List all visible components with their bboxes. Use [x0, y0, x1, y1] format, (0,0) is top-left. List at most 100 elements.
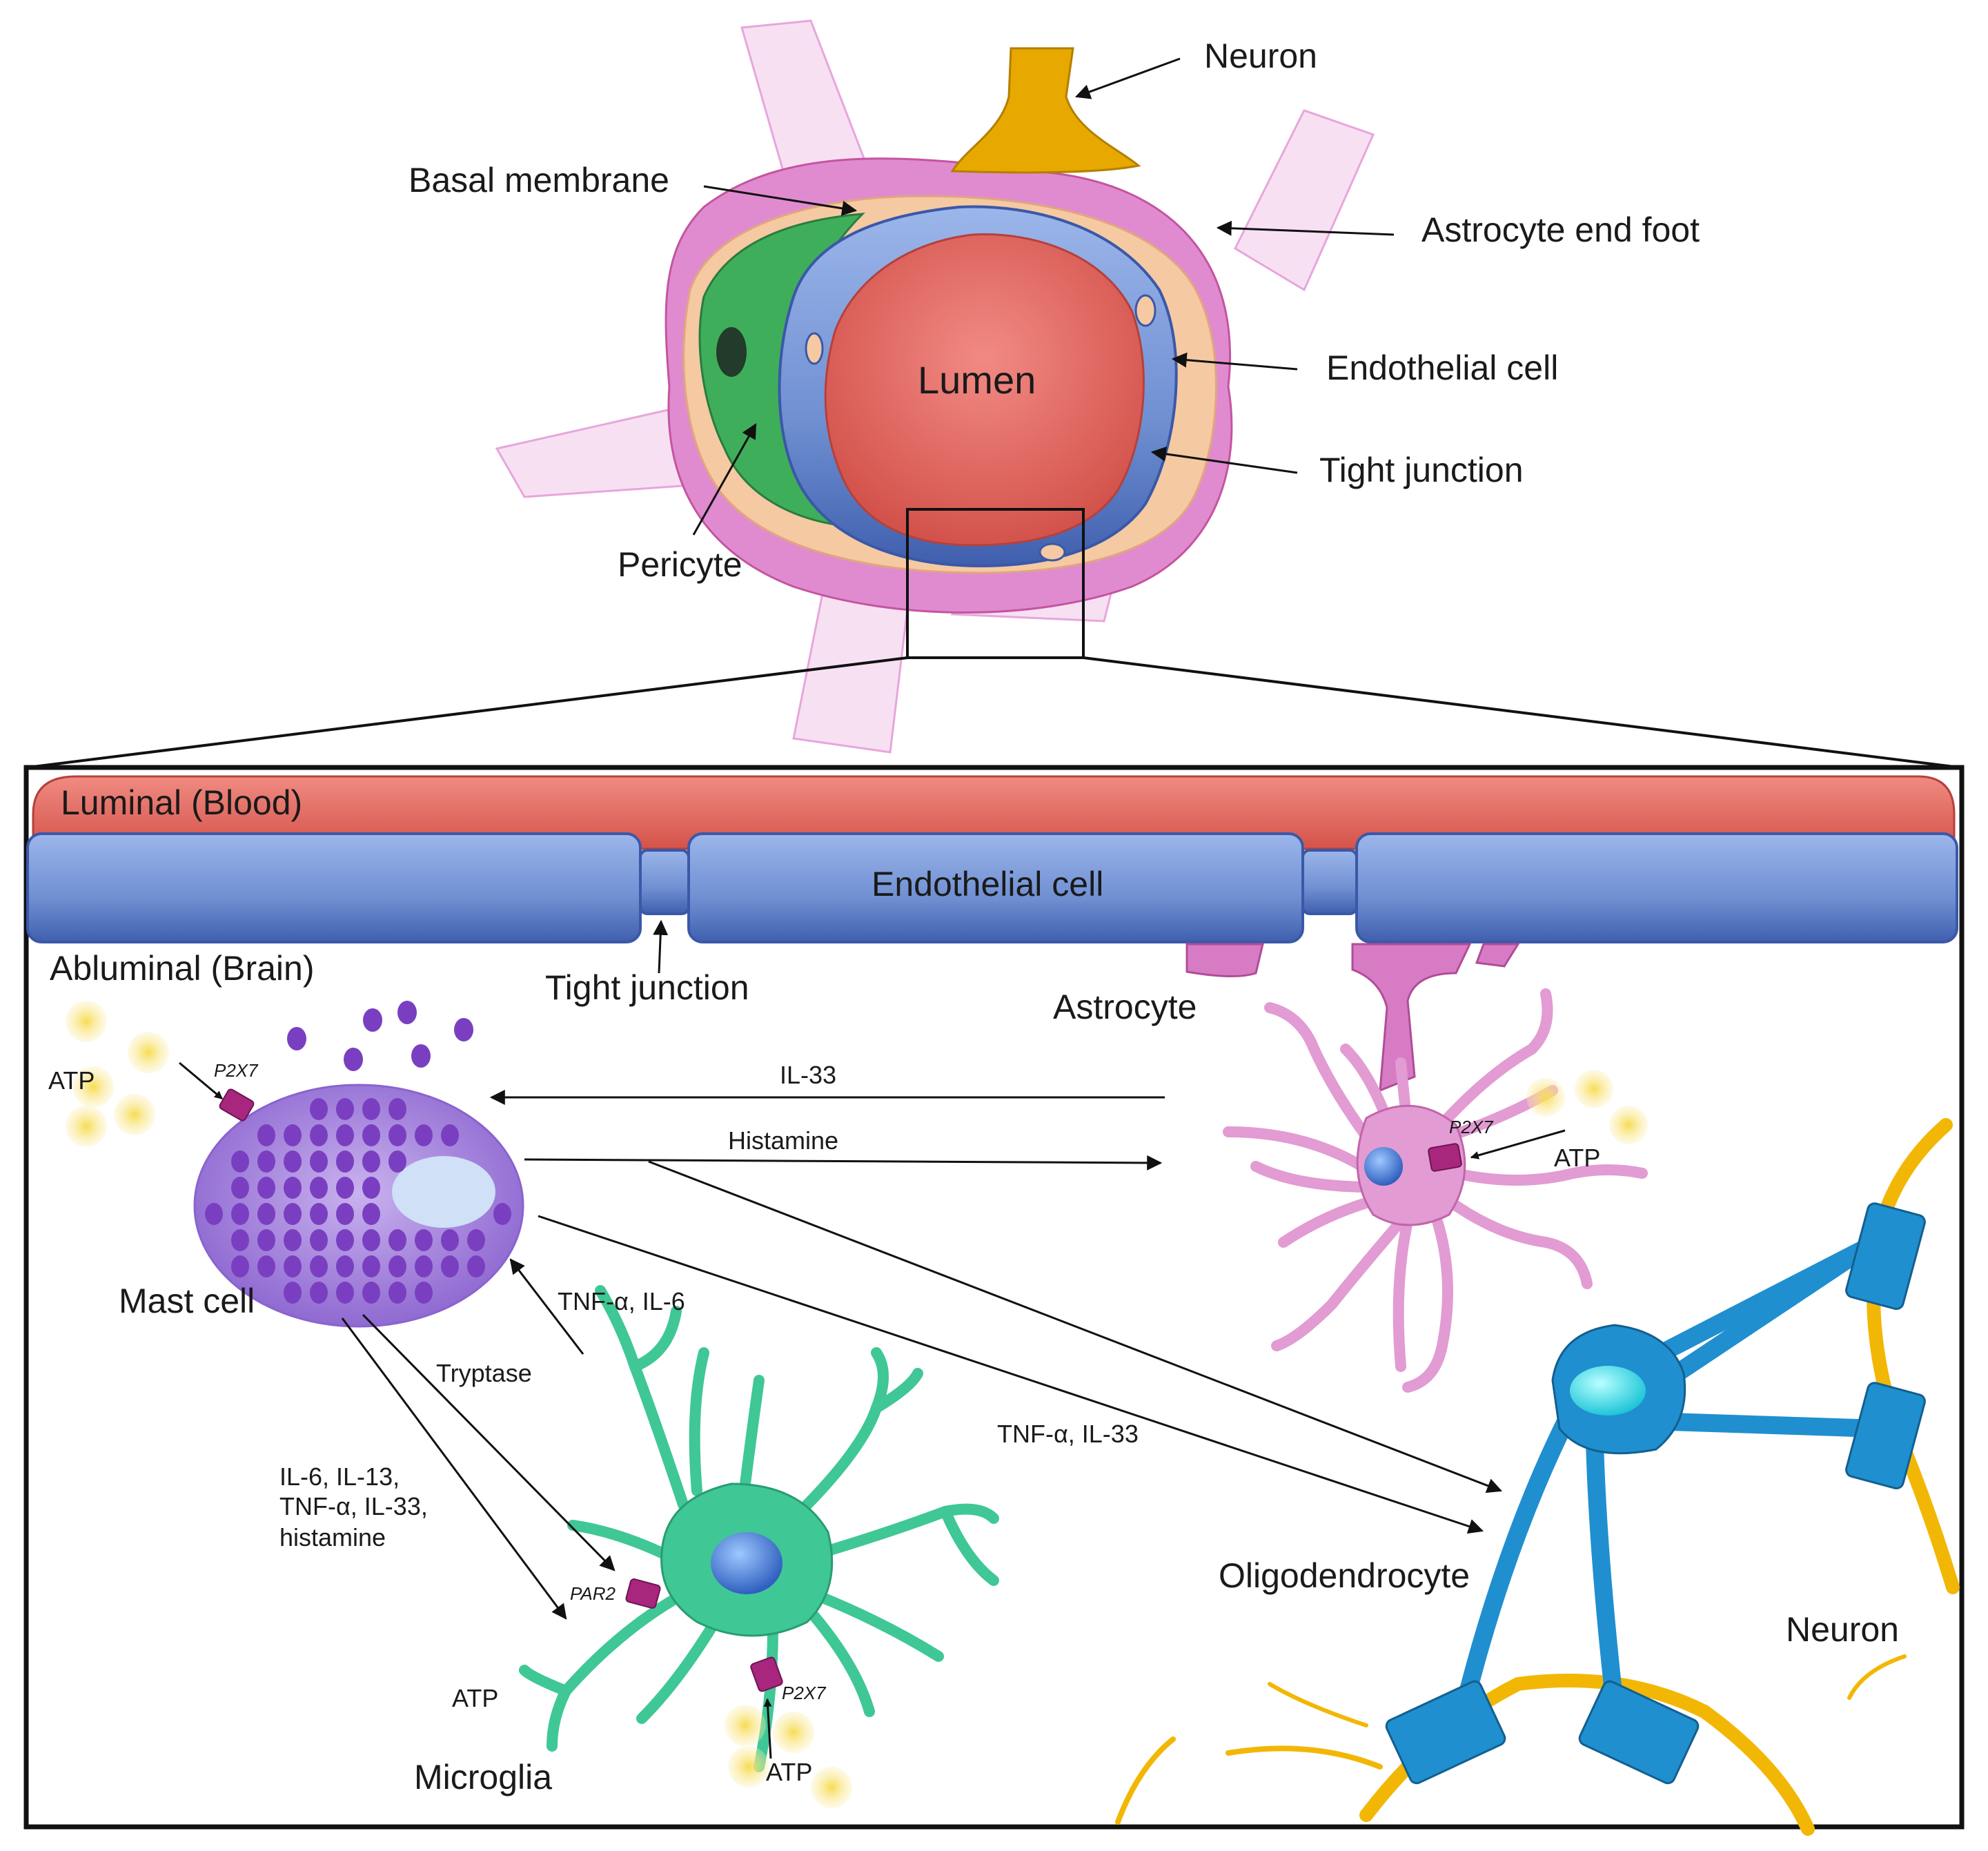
- granule: [388, 1124, 406, 1146]
- granule: [284, 1229, 302, 1251]
- granule: [467, 1255, 485, 1277]
- granule: [231, 1229, 249, 1251]
- lumen: [824, 233, 1145, 547]
- label-tryptase: Tryptase: [436, 1359, 532, 1387]
- endothelial-cell-3: [1355, 832, 1958, 943]
- granule: [415, 1255, 433, 1277]
- granule: [336, 1124, 354, 1146]
- label-oligodendrocyte: Oligodendrocyte: [1219, 1556, 1470, 1595]
- oligodendrocyte-nucleus: [1570, 1366, 1646, 1416]
- signaling-arrows: [341, 1090, 1503, 1620]
- label-atp-astro: ATP: [1554, 1144, 1600, 1172]
- label-tight-junction-top: Tight junction: [1319, 451, 1524, 489]
- granule: [388, 1098, 406, 1120]
- granule: [362, 1229, 380, 1251]
- endothelial-layer: [26, 832, 1958, 943]
- label-p2x7-mast: P2X7: [214, 1060, 259, 1081]
- granule: [336, 1229, 354, 1251]
- receptors: [219, 1088, 1462, 1692]
- tight-junction-2: [1301, 849, 1358, 915]
- granule: [388, 1150, 406, 1173]
- label-mast-cell: Mast cell: [119, 1282, 255, 1320]
- label-histamine: Histamine: [728, 1126, 838, 1155]
- label-luminal: Luminal (Blood): [61, 783, 302, 822]
- label-tnf-il6: TNF-α, IL-6: [558, 1287, 685, 1315]
- granule: [284, 1124, 302, 1146]
- microglia: [519, 1285, 999, 1772]
- p2x7-receptor-mast: [219, 1088, 255, 1122]
- granule: [336, 1282, 354, 1304]
- label-tight-junction: Tight junction: [545, 968, 749, 1007]
- released-granules: [287, 1001, 473, 1071]
- label-p2x7-micro: P2X7: [782, 1683, 827, 1703]
- granule: [310, 1255, 328, 1277]
- granule: [493, 1203, 511, 1225]
- granule: [310, 1124, 328, 1146]
- p2x7-receptor-astro: [1428, 1143, 1462, 1172]
- granule: [415, 1229, 433, 1251]
- granule: [362, 1282, 380, 1304]
- granule: [257, 1150, 275, 1173]
- granule: [441, 1229, 459, 1251]
- label-astrocyte: Astrocyte: [1053, 988, 1197, 1026]
- granule: [231, 1177, 249, 1199]
- granule: [257, 1177, 275, 1199]
- granule: [231, 1203, 249, 1225]
- arrow-to-oligo-1: [648, 1160, 1503, 1493]
- label-astrocyte-end-foot: Astrocyte end foot: [1421, 210, 1700, 249]
- label-endothelial-cell-top: Endothelial cell: [1326, 349, 1558, 387]
- arrow-tryptase: [362, 1313, 616, 1571]
- label-cytokines-2: TNF-α, IL-33,: [279, 1492, 428, 1520]
- oligodendrocyte: [1385, 1202, 1926, 1785]
- granule: [336, 1255, 354, 1277]
- granule: [388, 1229, 406, 1251]
- granule: [310, 1177, 328, 1199]
- granule: [284, 1255, 302, 1277]
- label-atp-micro-left: ATP: [452, 1684, 498, 1712]
- vessel-cross-section: Neuron Basal membrane Astrocyte end foot…: [27, 19, 1960, 769]
- label-basal-membrane: Basal membrane: [409, 161, 669, 199]
- label-par2: PAR2: [570, 1583, 616, 1604]
- granule: [467, 1229, 485, 1251]
- label-atp-micro-bottom: ATP: [766, 1758, 812, 1786]
- luminal-blood-band: [32, 775, 1956, 850]
- tight-junction-1: [639, 849, 690, 915]
- granule: [441, 1124, 459, 1146]
- label-cytokines-3: histamine: [279, 1523, 386, 1551]
- astrocyte-nucleus: [1364, 1147, 1403, 1186]
- granule: [257, 1124, 275, 1146]
- granule: [362, 1203, 380, 1225]
- arrow-histamine: [524, 1155, 1163, 1171]
- granule: [441, 1255, 459, 1277]
- granule: [415, 1282, 433, 1304]
- granule: [257, 1229, 275, 1251]
- atp-molecules: [66, 1001, 1648, 1808]
- endothelial-cell-1: [26, 832, 642, 943]
- granule: [362, 1150, 380, 1173]
- mast-cell-granules: [205, 1098, 511, 1304]
- granule: [231, 1150, 249, 1173]
- label-p2x7-astro: P2X7: [1449, 1117, 1494, 1137]
- granule: [362, 1124, 380, 1146]
- granule: [310, 1282, 328, 1304]
- label-endothelial-cell: Endothelial cell: [872, 865, 1103, 903]
- granule: [388, 1282, 406, 1304]
- granule: [415, 1124, 433, 1146]
- granule: [257, 1255, 275, 1277]
- mast-cell: [193, 1001, 524, 1328]
- arrow-cytokines: [341, 1318, 567, 1620]
- astrocyte: [1185, 943, 1648, 1393]
- label-tnf-il33: TNF-α, IL-33: [997, 1420, 1139, 1448]
- granule: [388, 1255, 406, 1277]
- granule: [231, 1255, 249, 1277]
- granule: [310, 1098, 328, 1120]
- label-neuron-top: Neuron: [1204, 37, 1317, 75]
- granule: [310, 1229, 328, 1251]
- granule: [310, 1203, 328, 1225]
- p2x7-receptor-micro: [750, 1656, 783, 1692]
- label-lumen: Lumen: [918, 358, 1036, 402]
- microglia-nucleus: [711, 1532, 783, 1594]
- granule: [310, 1150, 328, 1173]
- granule: [362, 1177, 380, 1199]
